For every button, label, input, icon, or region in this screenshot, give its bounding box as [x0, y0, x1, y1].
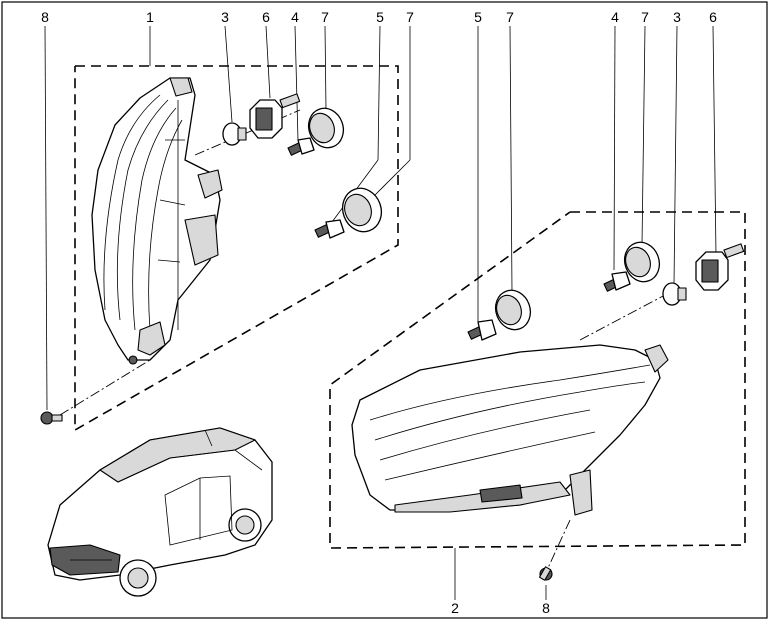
callout-left-7b: 7	[406, 9, 414, 25]
socket-left	[249, 93, 301, 139]
callout-left-5: 5	[376, 9, 384, 25]
group-outline-left	[74, 65, 399, 432]
side-bulb-right-5	[467, 319, 497, 341]
bulb-right	[662, 282, 687, 306]
side-bulb-right-4	[603, 271, 631, 292]
axis-line-right-1	[579, 294, 666, 341]
axis-line-left-1	[194, 109, 301, 156]
headlamp-left	[91, 77, 223, 365]
cap-left-upper	[307, 107, 345, 149]
callout-left-4: 4	[291, 9, 299, 25]
callout-left-3: 3	[221, 9, 229, 25]
callout-right-6: 6	[709, 9, 717, 25]
side-bulb-left	[287, 137, 315, 156]
callout-right-4: 4	[611, 9, 619, 25]
vehicle-silhouette	[47, 427, 273, 597]
axis-line-left-2	[59, 359, 151, 416]
callout-right-8: 8	[542, 600, 550, 616]
callout-right-7b: 7	[641, 9, 649, 25]
callout-right-7a: 7	[506, 9, 514, 25]
callout-right-3: 3	[673, 9, 681, 25]
axis-line-right-2	[547, 519, 571, 569]
side-bulb-left-5	[314, 219, 345, 239]
callout-right-2: 2	[451, 600, 459, 616]
cap-left-lower	[341, 187, 383, 233]
headlamp-right	[351, 344, 669, 516]
cap-right-1	[494, 289, 532, 331]
callout-right-5: 5	[474, 9, 482, 25]
bulb-left	[222, 122, 247, 146]
callouts-right: 5 7 4 7 3 6 2 8	[451, 9, 717, 616]
callout-left-7a: 7	[321, 9, 329, 25]
screw-right	[538, 566, 553, 581]
callout-left-6: 6	[262, 9, 270, 25]
callouts-left: 8 1 3 6 4 7 5 7	[41, 9, 414, 25]
callout-left-1: 1	[146, 9, 154, 25]
leader-lines-right	[454, 25, 717, 600]
callout-left-8: 8	[41, 9, 49, 25]
socket-right	[695, 243, 745, 291]
screw-left	[40, 411, 63, 425]
cap-right-2	[623, 241, 661, 283]
